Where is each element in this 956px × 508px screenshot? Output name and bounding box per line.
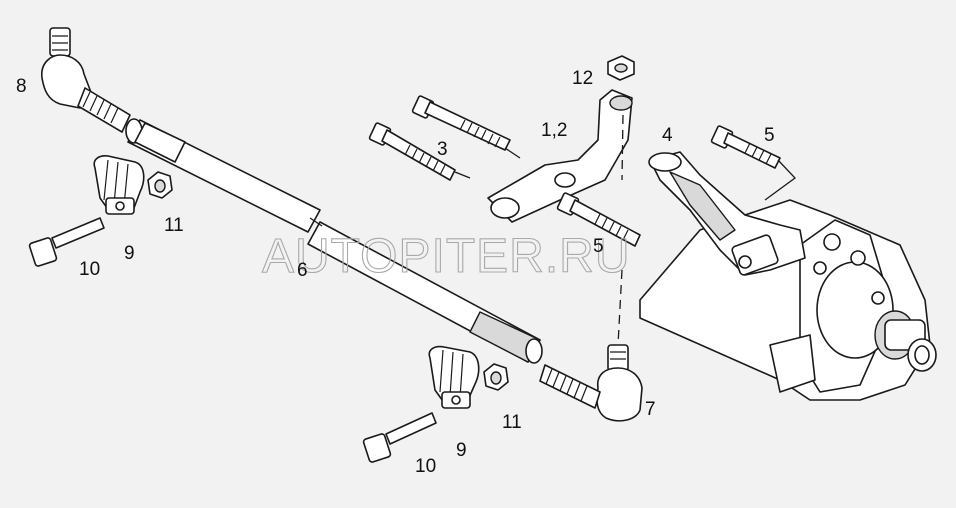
callout-9-upper: 9 [124,243,135,264]
bolt-5-lower [556,192,641,247]
idler-arm-bracket [648,151,806,276]
nut-12 [607,55,635,81]
callout-10-upper: 10 [79,259,100,280]
watermark: AUTOPITER.RU [262,230,630,283]
pitman-arm [487,89,633,223]
nut-11-lower [483,363,509,391]
leader-lines [309,114,796,346]
bolt-10-lower [362,412,437,463]
clamp-9-upper [93,155,145,215]
callout-6: 6 [297,260,308,281]
steering-gear-housing [639,199,937,401]
tie-rod-end-7 [539,344,643,422]
nut-11-upper [147,171,173,199]
callout-3: 3 [437,139,448,160]
clamp-9-lower [428,345,480,409]
bolt-3-lower [368,122,456,181]
tie-rod-tube [125,118,543,364]
callout-11-upper: 11 [164,215,184,236]
callout-1-2: 1,2 [541,120,567,141]
callout-10-lower: 10 [415,456,436,477]
bolt-3-upper [411,95,511,151]
callout-11-lower: 11 [502,412,522,433]
callout-4: 4 [662,125,673,146]
callout-9-lower: 9 [456,440,467,461]
callout-5-upper: 5 [764,125,775,146]
callout-12: 12 [572,68,593,89]
bolt-5-upper [710,125,781,169]
tie-rod-end-8 [41,27,131,133]
callout-8: 8 [16,76,27,97]
callout-5-lower: 5 [593,236,604,257]
bolt-10-upper [28,217,105,267]
callout-7: 7 [645,399,656,420]
